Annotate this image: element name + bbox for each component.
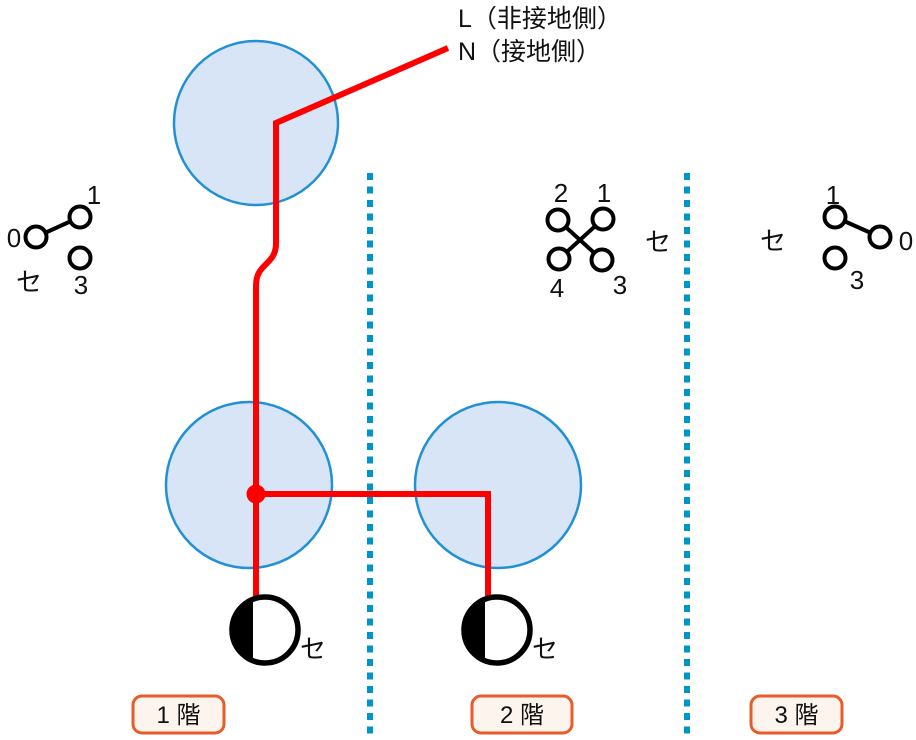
- terminal-2-circle: [545, 207, 571, 233]
- terminal-3-circle: [67, 245, 93, 271]
- terminal-0-circle: [23, 224, 49, 250]
- terminal-0-circle: [867, 224, 893, 250]
- terminal-3-label: 3: [613, 270, 627, 300]
- switch-se-label: セ: [16, 267, 42, 297]
- switch-3way-floor1: [23, 204, 93, 271]
- wire-source-to-lamp1: [253, 45, 450, 598]
- floor-tag-box: [131, 694, 226, 735]
- junction-box-floor2: [413, 400, 583, 570]
- terminal-3-label: 3: [74, 270, 88, 300]
- terminal-0-label: 0: [7, 223, 21, 253]
- terminal-3-circle: [822, 245, 848, 271]
- lamp-filled-segment: [232, 599, 253, 661]
- terminal-1-circle: [590, 206, 616, 232]
- switch-4way-floor2: [545, 206, 616, 273]
- floor-tag-label: 3 階: [774, 702, 818, 729]
- label-line-nongrounded: L（非接地側）: [458, 5, 622, 33]
- wire-branch-to-lamp2: [256, 491, 491, 598]
- lamp-floor1: [229, 594, 301, 666]
- lamp-se-label: セ: [532, 634, 558, 664]
- terminal-4-label: 4: [550, 273, 564, 303]
- floor-tag-label: 2 階: [500, 702, 544, 729]
- terminal-3-circle: [589, 247, 615, 273]
- terminal-0-label: 0: [899, 226, 913, 256]
- terminal-1-circle: [822, 204, 848, 230]
- terminal-2-label: 2: [554, 178, 568, 208]
- junction-box-top: [172, 39, 340, 207]
- terminal-1-label: 1: [826, 180, 840, 210]
- floor-tag-label: 1 階: [156, 702, 200, 729]
- lamp-se-label: セ: [300, 634, 326, 664]
- terminal-1-label: 1: [597, 178, 611, 208]
- terminal-1-label: 1: [87, 180, 101, 210]
- switch-se-label: セ: [645, 227, 671, 257]
- floor-tag-1: 1 階: [131, 694, 226, 735]
- junction-box-floor1: [164, 400, 334, 570]
- switch-3way-floor3: [822, 204, 893, 271]
- floor-tag-3: 3 階: [749, 694, 844, 735]
- label-neutral-grounded: N（接地側）: [458, 38, 601, 66]
- floor-tag-box: [470, 694, 574, 735]
- lamp-floor2: [461, 594, 533, 666]
- floor-tag-box: [749, 694, 844, 735]
- wire-junction-dot: [246, 484, 266, 504]
- lamp-filled-segment: [464, 599, 485, 661]
- terminal-4-circle: [546, 246, 572, 272]
- terminal-1-circle: [67, 204, 93, 230]
- terminal-3-label: 3: [850, 265, 864, 295]
- floor-tag-2: 2 階: [470, 694, 574, 735]
- switch-se-label: セ: [760, 226, 786, 256]
